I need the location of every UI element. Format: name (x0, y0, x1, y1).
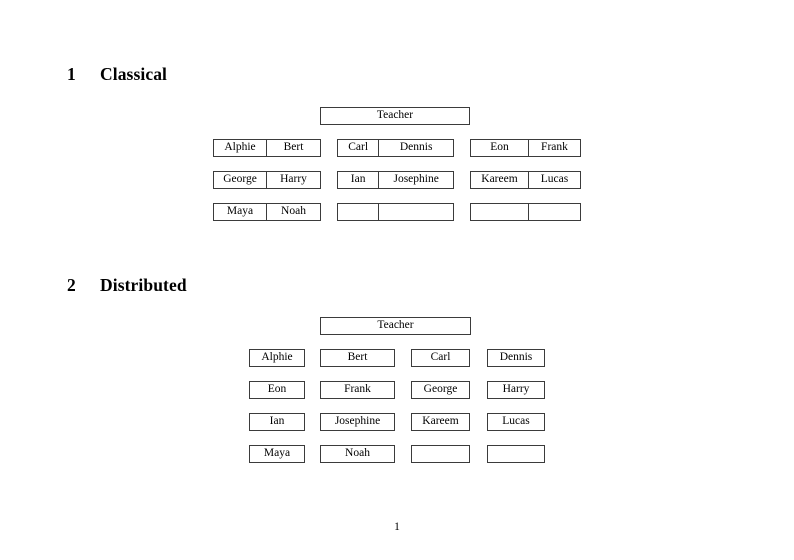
distributed-teacher-label: Teacher (377, 319, 414, 332)
classical-group-2-row-1: Carl Dennis (337, 139, 454, 157)
classical-cell: Harry (280, 173, 307, 186)
distributed-cell: Alphie (249, 349, 305, 367)
distributed-cell: Maya (249, 445, 305, 463)
distributed-cell: Frank (320, 381, 395, 399)
distributed-cell (411, 445, 470, 463)
classical-cell (379, 204, 453, 220)
classical-cell: Kareem (471, 172, 529, 188)
distributed-cell: Kareem (411, 413, 470, 431)
classical-group-3-row-3 (470, 203, 581, 221)
section-heading-classical: 1 Classical (67, 64, 167, 85)
classical-group-3-row-2: Kareem Lucas (470, 171, 581, 189)
section-number: 1 (67, 64, 76, 84)
classical-group-2-row-2: Ian Josephine (337, 171, 454, 189)
classical-cell: Eon (471, 140, 529, 156)
distributed-cell: George (411, 381, 470, 399)
distributed-cell: Dennis (487, 349, 545, 367)
classical-teacher-label: Teacher (376, 109, 414, 122)
classical-cell: Maya (214, 204, 268, 220)
distributed-cell: Bert (320, 349, 395, 367)
classical-cell: Lucas (540, 173, 569, 186)
classical-cell: Frank (541, 141, 568, 154)
classical-group-3-row-1: Eon Frank (470, 139, 581, 157)
section-heading-distributed: 2 Distributed (67, 275, 187, 296)
classical-cell (338, 204, 380, 220)
distributed-cell: Ian (249, 413, 305, 431)
classical-cell: Josephine (393, 173, 439, 186)
classical-cell (529, 204, 580, 220)
distributed-cell: Josephine (320, 413, 395, 431)
classical-group-1-row-3: Maya Noah (213, 203, 321, 221)
distributed-cell (487, 445, 545, 463)
classical-group-1-row-2: George Harry (213, 171, 321, 189)
distributed-teacher-box: Teacher (320, 317, 471, 335)
distributed-cell: Harry (487, 381, 545, 399)
classical-teacher-box: Teacher (320, 107, 470, 125)
classical-cell: Ian (338, 172, 380, 188)
distributed-cell: Eon (249, 381, 305, 399)
classical-cell: George (214, 172, 268, 188)
classical-cell: Carl (338, 140, 380, 156)
distributed-cell: Noah (320, 445, 395, 463)
page-number: 1 (394, 521, 400, 533)
classical-cell: Alphie (214, 140, 268, 156)
classical-cell (471, 204, 529, 220)
classical-cell: Dennis (399, 141, 433, 154)
classical-cell: Bert (283, 141, 304, 154)
section-title: Classical (100, 64, 168, 84)
classical-cell: Noah (281, 205, 306, 218)
section-title: Distributed (100, 275, 187, 295)
distributed-cell: Lucas (487, 413, 545, 431)
classical-group-2-row-3 (337, 203, 454, 221)
classical-group-1-row-1: Alphie Bert (213, 139, 321, 157)
distributed-cell: Carl (411, 349, 470, 367)
section-number: 2 (67, 275, 76, 295)
